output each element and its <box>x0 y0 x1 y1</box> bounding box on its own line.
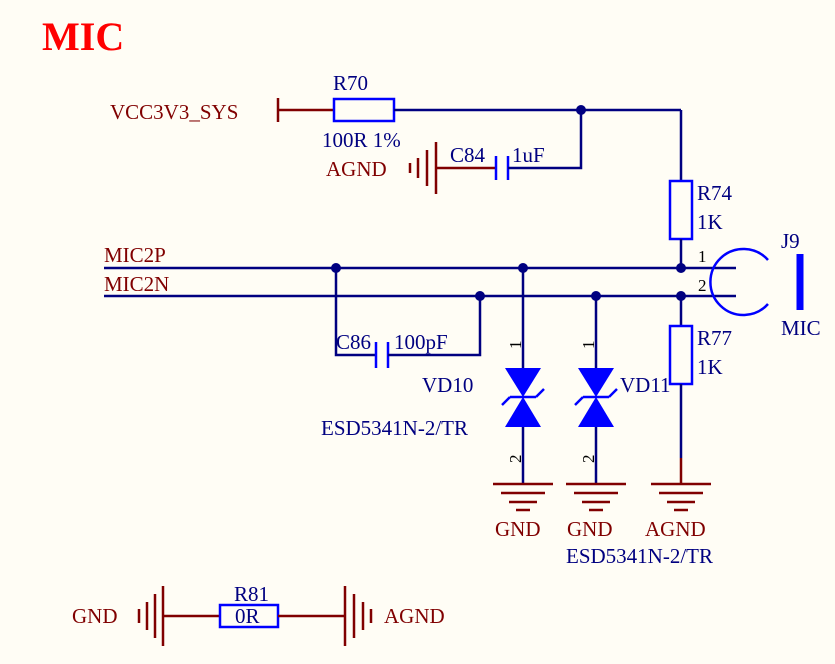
agnd-label-r81: AGND <box>384 604 445 628</box>
vcc-label: VCC3V3_SYS <box>110 100 238 124</box>
c86-right-wire <box>388 296 482 357</box>
j9-value: MIC <box>781 316 821 340</box>
junction-dot <box>676 263 686 273</box>
mic2p-label: MIC2P <box>104 243 166 267</box>
vd11-tvs-diode: VD11 ESD5341N-2/TR 1 2 <box>566 341 713 569</box>
r74-value: 1K <box>697 210 723 234</box>
vd10-pin2: 2 <box>506 455 525 464</box>
mic2n-label: MIC2N <box>104 272 169 296</box>
c86-capacitor: C86 100pF <box>336 330 448 368</box>
gnd-label-vd10: GND <box>495 517 541 541</box>
vd11-ref: VD11 <box>620 373 671 397</box>
r70-ref: R70 <box>333 71 368 95</box>
r81-value: 0R <box>235 604 260 628</box>
agnd-symbol-c84: AGND <box>326 142 496 194</box>
vd10-tvs-diode: VD10 ESD5341N-2/TR 1 2 <box>321 341 545 464</box>
c86-ref: C86 <box>336 330 371 354</box>
r70-value: 100R 1% <box>322 128 401 152</box>
c84-capacitor: C84 1uF <box>450 143 545 180</box>
vd11-pin1: 1 <box>579 341 598 350</box>
vd10-value: ESD5341N-2/TR <box>321 416 468 440</box>
page-title: MIC <box>42 14 124 59</box>
agnd-symbol-r81: AGND <box>343 586 445 646</box>
r77-value: 1K <box>697 355 723 379</box>
r77-resistor: R77 1K <box>668 324 732 386</box>
vcc-port: VCC3V3_SYS <box>110 98 334 124</box>
agnd-symbol-r77: AGND <box>645 482 711 541</box>
r77-ref: R77 <box>697 326 732 350</box>
r81-ref: R81 <box>234 582 269 606</box>
agnd-label-c84: AGND <box>326 157 387 181</box>
c86-value: 100pF <box>394 330 448 354</box>
gnd-label-vd11: GND <box>567 517 613 541</box>
c86-left-wire <box>334 268 376 357</box>
j9-microphone: J9 MIC 1 2 <box>698 229 821 340</box>
gnd-symbol-r81: GND <box>72 586 220 646</box>
gnd-symbol-vd10: GND <box>493 482 553 541</box>
vd11-value: ESD5341N-2/TR <box>566 544 713 568</box>
c84-wire <box>508 110 583 170</box>
r81-resistor: R81 0R <box>218 582 280 629</box>
vd11-pin2: 2 <box>579 455 598 464</box>
j9-pin1: 1 <box>698 247 707 266</box>
vd10-ref: VD10 <box>422 373 473 397</box>
j9-pin2: 2 <box>698 276 707 295</box>
r74-resistor: R74 1K <box>668 179 733 241</box>
gnd-label-r81: GND <box>72 604 118 628</box>
j9-ref: J9 <box>781 229 800 253</box>
c84-ref: C84 <box>450 143 486 167</box>
c84-value: 1uF <box>512 143 545 167</box>
r74-ref: R74 <box>697 181 733 205</box>
r70-resistor: R70 100R 1% <box>322 71 401 152</box>
agnd-label-r77: AGND <box>645 517 706 541</box>
gnd-symbol-vd11: GND <box>566 482 626 541</box>
vd10-pin1: 1 <box>506 341 525 350</box>
